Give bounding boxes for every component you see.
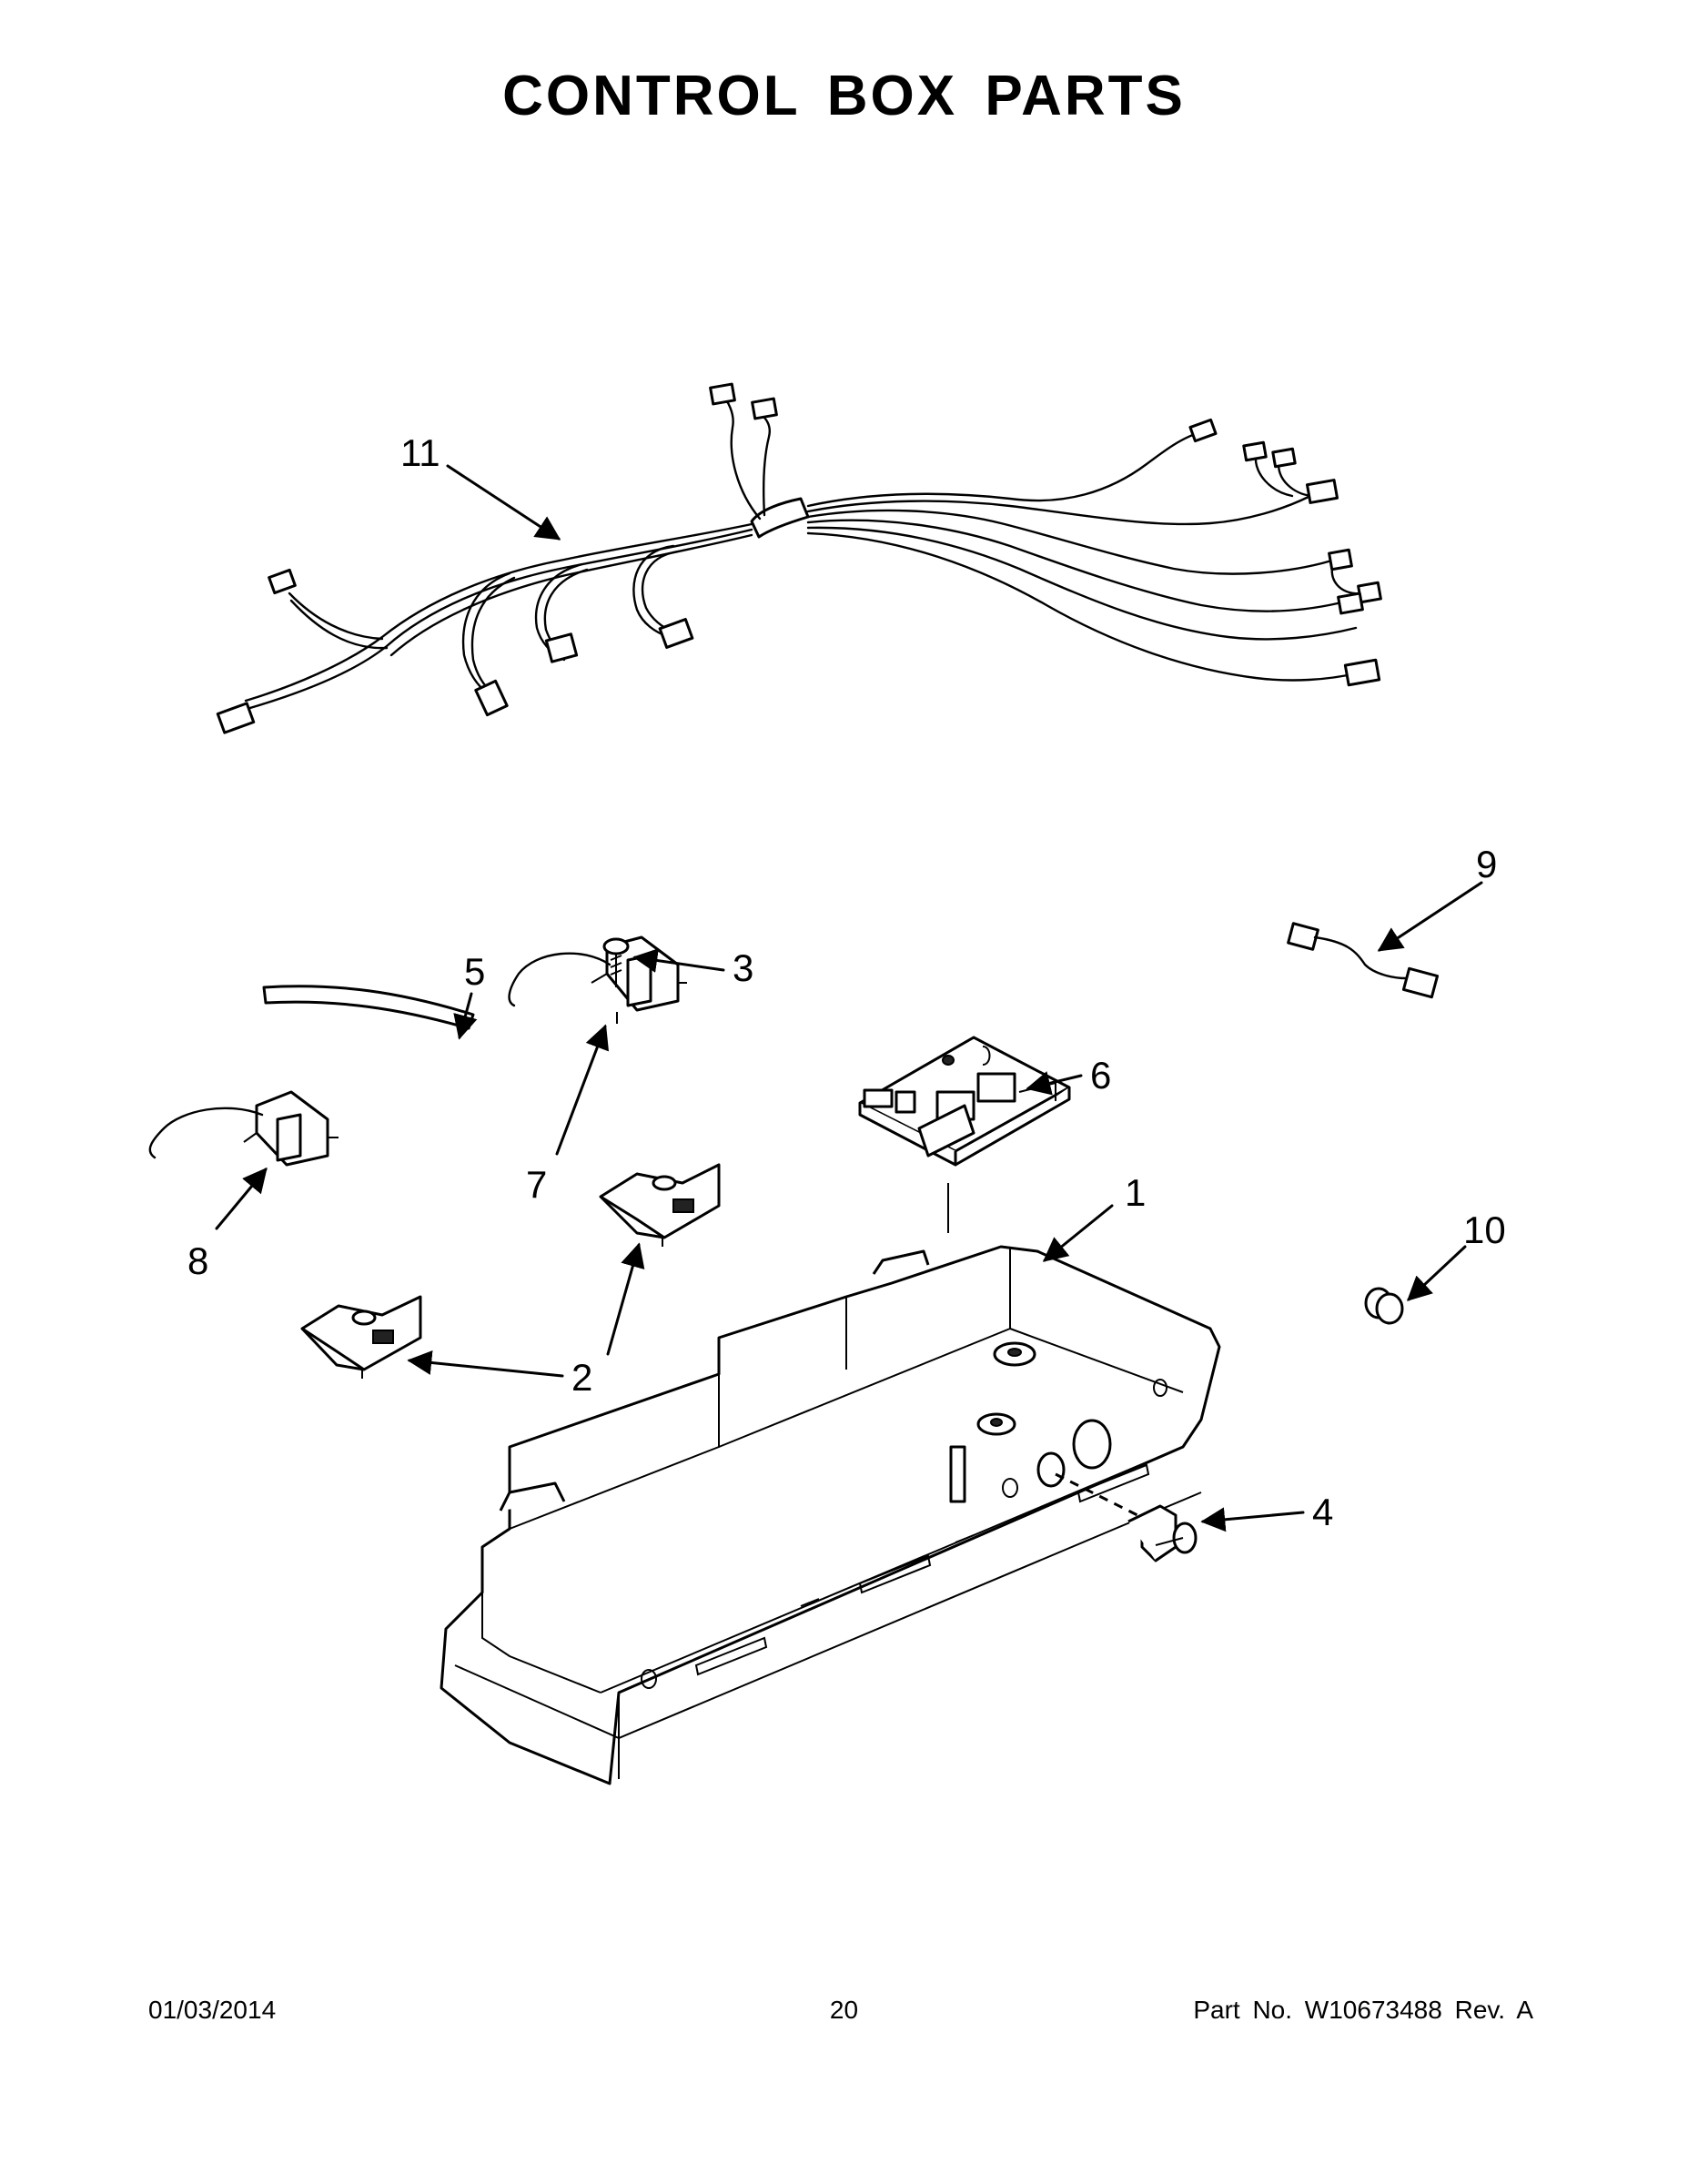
- bracket-upper: [599, 1163, 721, 1247]
- bracket-lower: [300, 1295, 422, 1379]
- callout-10: 10: [1463, 1208, 1506, 1251]
- footer-date: 01/03/2014: [148, 1996, 277, 2024]
- wire-harness: [216, 382, 1382, 734]
- switch-left: [148, 1090, 339, 1167]
- callout-5: 5: [464, 950, 485, 993]
- rocker-switch: [1127, 1504, 1198, 1562]
- callout-4: 4: [1312, 1491, 1333, 1533]
- leader-lines: [215, 464, 1483, 1532]
- screw: [602, 937, 630, 987]
- callout-3: 3: [733, 946, 753, 989]
- callout-2: 2: [571, 1356, 592, 1399]
- callout-8: 8: [187, 1239, 208, 1282]
- callout-labels: 1 2 3 4 5 6 7 8 9 10 11: [187, 431, 1506, 1533]
- callout-9: 9: [1476, 843, 1497, 885]
- footer-part-number: Part No. W10673488 Rev. A: [1193, 1996, 1533, 2024]
- small-harness: [1287, 922, 1440, 999]
- callout-7: 7: [526, 1163, 547, 1206]
- page-title: CONTROL BOX PARTS: [502, 65, 1186, 127]
- footer-page-number: 20: [829, 1996, 859, 2024]
- switch-top: [508, 935, 687, 1024]
- callout-11: 11: [400, 431, 440, 474]
- plug-cap: [1364, 1287, 1404, 1325]
- callout-1: 1: [1125, 1171, 1146, 1214]
- callout-6: 6: [1090, 1054, 1111, 1097]
- tube: [262, 985, 475, 1030]
- control-board: [858, 1036, 1071, 1233]
- control-box-housing: [440, 1245, 1221, 1785]
